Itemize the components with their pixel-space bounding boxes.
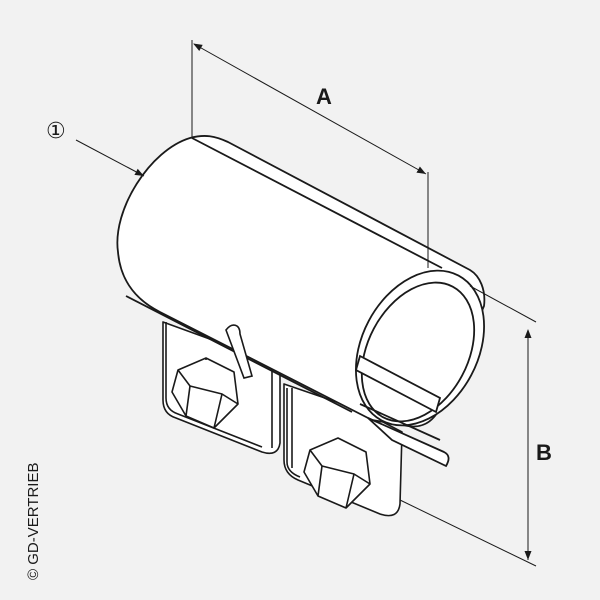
dimension-a [191, 40, 429, 268]
clamp-slot [225, 324, 253, 379]
dimension-b-extension-top [469, 285, 537, 323]
clamp-ring-opening [354, 269, 485, 468]
copyright-text: © GD-VERTRIEB [25, 463, 42, 580]
dimension-b-label: B [536, 440, 552, 465]
left-hex-bolt [171, 357, 239, 429]
right-hex-bolt [303, 437, 371, 509]
dimension-b-extension-bottom [399, 499, 537, 567]
dimension-a-label: A [316, 84, 332, 109]
dimension-b [399, 285, 537, 567]
callout-1-leader [75, 139, 145, 177]
dimension-a-line [193, 43, 427, 175]
callout-1-label: ① [46, 119, 66, 144]
